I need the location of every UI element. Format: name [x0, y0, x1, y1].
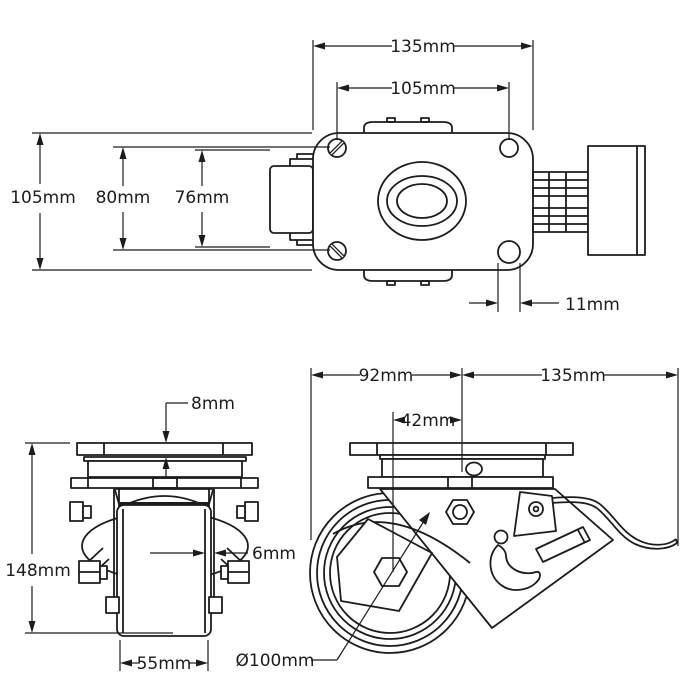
dim-label-wheel-diameter: Ø100mm — [236, 651, 315, 671]
dim-wheel-diameter: Ø100mm — [236, 512, 430, 671]
swivel-boss — [377, 161, 467, 241]
dim-top-hole-spacing-width: 105mm — [336, 79, 510, 140]
dim-side-lengths: 92mm 135mm — [310, 366, 679, 546]
dim-label-overall-width: 135mm — [390, 37, 456, 57]
brake-pedal-side — [489, 526, 591, 591]
side-view: 92mm 135mm 42mm Ø100mm — [236, 366, 679, 671]
top-view: 135mm 105mm 105mm — [10, 37, 646, 315]
dim-label-swivel-to-brake: 135mm — [540, 366, 606, 386]
fork-foot-right — [208, 596, 223, 614]
wheel-tread-bulges — [363, 117, 453, 286]
dim-label-hole-diameter: 11mm — [565, 295, 620, 315]
wheel-front — [116, 504, 212, 637]
dim-label-tread-width: 55mm — [137, 654, 192, 674]
fork-dome-arc — [332, 521, 471, 564]
mounting-plate — [312, 132, 534, 271]
dim-top-hole-spacing-depth: 80mm — [96, 146, 330, 251]
dim-top-plate-depth: 105mm — [10, 132, 312, 271]
dim-label-plate-thickness: 8mm — [191, 394, 235, 414]
dim-top-wheel-width: 76mm — [175, 149, 270, 248]
brake-lever — [551, 496, 678, 550]
side-bolts — [69, 501, 259, 584]
wheel-behind-plate — [269, 153, 314, 246]
front-view: 148mm 8mm 6mm 55mm — [5, 394, 296, 674]
dim-label-wheel-width: 76mm — [175, 188, 230, 208]
dim-label-plate-depth: 105mm — [10, 188, 76, 208]
dim-front-tread-width: 55mm — [119, 640, 209, 674]
dim-label-wheel-to-swivel: 92mm — [359, 366, 414, 386]
dim-label-hole-spacing-depth: 80mm — [96, 188, 151, 208]
brake-linkage — [532, 171, 589, 233]
dim-top-overall-width: 135mm — [312, 37, 534, 130]
dim-front-overall-height: 148mm — [5, 442, 173, 634]
dim-front-fork-thickness: 6mm — [150, 544, 296, 564]
wheel-hub — [336, 518, 433, 612]
dim-label-fork-thickness: 6mm — [252, 544, 296, 564]
fork-foot-left — [105, 596, 120, 614]
bolt-holes — [327, 138, 521, 264]
dim-front-plate-thickness: 8mm — [162, 394, 235, 477]
dim-label-hole-spacing-width: 105mm — [390, 79, 456, 99]
brake-bracket — [513, 491, 557, 537]
dim-top-hole-diameter: 11mm — [469, 263, 620, 315]
dim-side-swivel-offset: 42mm — [392, 411, 462, 572]
dim-label-swivel-offset: 42mm — [401, 411, 456, 431]
dim-label-overall-height: 148mm — [5, 561, 71, 581]
kingpin-bolt — [445, 499, 475, 525]
brake-pedal-top — [587, 145, 646, 256]
